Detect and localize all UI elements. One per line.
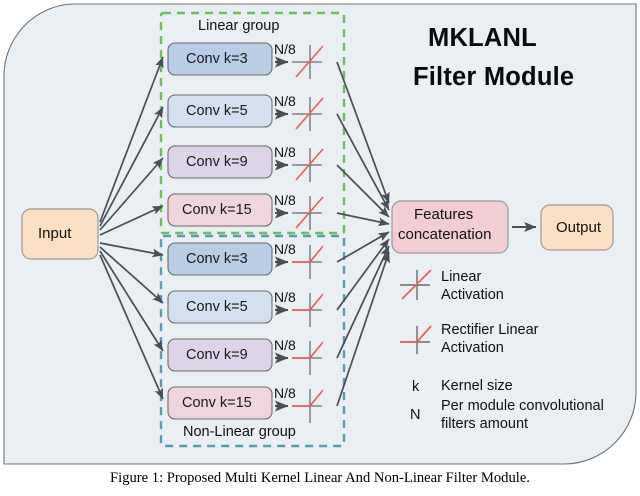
rectifier-activation-glyphs xyxy=(292,245,324,423)
legend-label-kernel-size: Kernel size xyxy=(441,378,513,394)
input-block xyxy=(21,208,99,260)
rectifier-linear-activation-icon xyxy=(292,341,324,375)
legend-label-rectifier-line2: Activation xyxy=(441,340,504,356)
flow-label-linear-k15: N/8 xyxy=(274,192,296,208)
linear-activation-icon xyxy=(292,97,324,131)
conv-block-linear-k15 xyxy=(167,193,273,227)
output-block-label: Output xyxy=(556,219,602,236)
output-block xyxy=(540,204,614,251)
concat-block-label-line1: Features xyxy=(414,206,474,223)
conv-block-linear-k9 xyxy=(167,145,273,179)
flow-label-nonlinear-k3: N/8 xyxy=(274,241,296,257)
rectifier-linear-activation-icon xyxy=(292,389,324,423)
panel-title-line2: Filter Module xyxy=(413,63,575,91)
legend-label-filters-line2: filters amount xyxy=(441,416,529,432)
features-concatenation-block xyxy=(391,200,509,254)
panel-title-line1: MKLANL xyxy=(428,24,537,52)
legend-label-linear-line2: Activation xyxy=(441,287,504,303)
legend-symbol-k: k xyxy=(412,379,420,395)
conv-label-linear-k15: Conv k=15 xyxy=(182,202,252,218)
conv-block-nonlinear-k5 xyxy=(167,290,273,324)
concat-block-label-line2: concatenation xyxy=(398,226,492,243)
linear-activation-icon xyxy=(292,45,324,79)
flow-label-nonlinear-k15: N/8 xyxy=(274,385,296,401)
flow-label-nonlinear-k9: N/8 xyxy=(274,337,296,353)
conv-block-linear-k5 xyxy=(167,94,273,128)
flow-label-linear-k5: N/8 xyxy=(274,93,296,109)
legend-rectifier-linear-activation-icon xyxy=(400,325,432,354)
conv-label-nonlinear-k15: Conv k=15 xyxy=(182,395,252,411)
linear-activation-icon xyxy=(292,148,324,182)
conv-block-nonlinear-k3 xyxy=(167,242,273,276)
linear-activation-glyphs xyxy=(292,45,324,230)
legend-label-rectifier-line1: Rectifier Linear xyxy=(441,322,539,338)
rectifier-linear-activation-icon xyxy=(292,245,324,279)
non-linear-group-title: Non-Linear group xyxy=(183,424,296,440)
conv-block-nonlinear-k15 xyxy=(167,386,273,420)
flow-label-nonlinear-k5: N/8 xyxy=(274,289,296,305)
conv-block-nonlinear-k9 xyxy=(167,338,273,372)
conv-label-linear-k5: Conv k=5 xyxy=(186,103,248,119)
figure-caption: Figure 1: Proposed Multi Kernel Linear A… xyxy=(110,470,530,486)
flow-label-linear-k3: N/8 xyxy=(274,41,296,57)
legend-symbol-n: N xyxy=(410,407,421,423)
linear-activation-icon xyxy=(292,196,324,230)
conv-label-nonlinear-k9: Conv k=9 xyxy=(186,347,248,363)
conv-label-linear-k9: Conv k=9 xyxy=(186,154,248,170)
legend-label-linear-line1: Linear xyxy=(441,269,482,285)
conv-to-activation-arrows xyxy=(274,56,289,412)
input-block-label: Input xyxy=(38,225,72,242)
linear-group-container xyxy=(159,11,346,235)
legend-linear-activation-icon xyxy=(400,269,432,300)
flow-label-linear-k9: N/8 xyxy=(274,144,296,160)
legend-label-filters-line1: Per module convolutional xyxy=(441,398,604,414)
activation-to-concat-arrows xyxy=(336,61,390,407)
input-fanout-arrows xyxy=(99,56,164,400)
linear-group-title: Linear group xyxy=(198,18,280,34)
conv-block-linear-k3 xyxy=(167,42,273,76)
conv-label-nonlinear-k5: Conv k=5 xyxy=(186,299,248,315)
conv-label-linear-k3: Conv k=3 xyxy=(186,51,248,67)
rectifier-linear-activation-icon xyxy=(292,293,324,327)
conv-label-nonlinear-k3: Conv k=3 xyxy=(186,251,248,267)
